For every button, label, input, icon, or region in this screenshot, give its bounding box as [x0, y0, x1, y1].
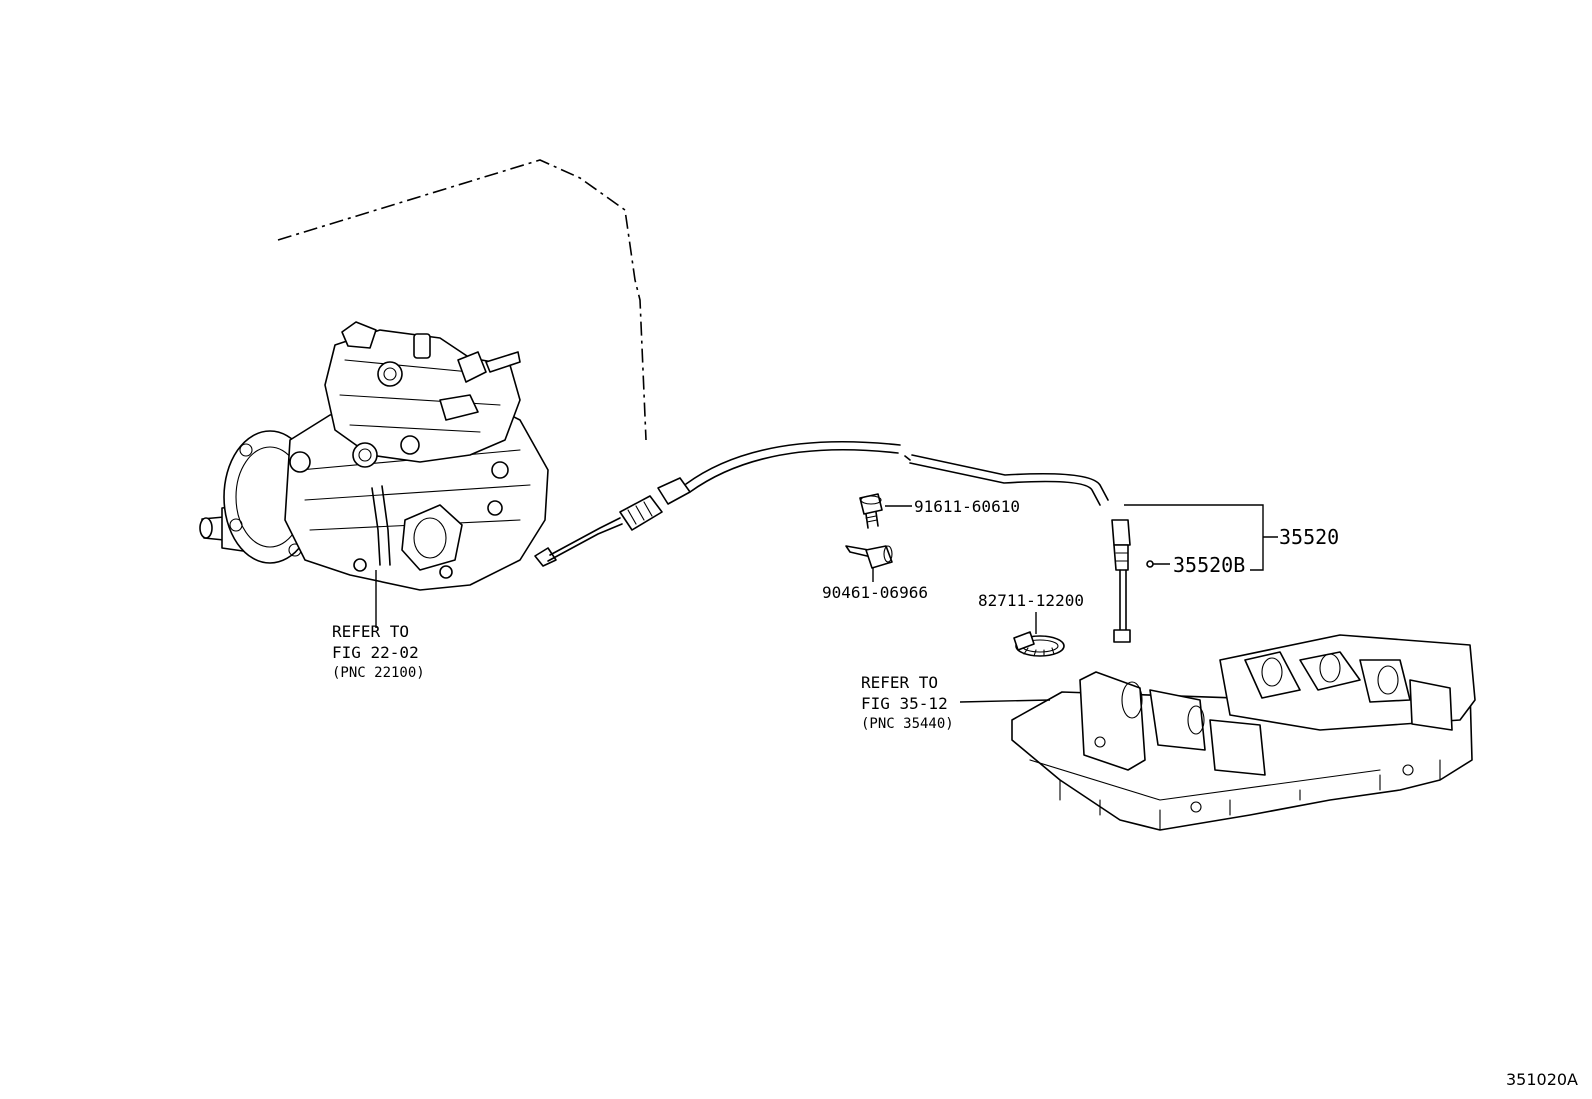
cable-sub-part-number: 35520B [1173, 553, 1245, 577]
pump-reference-line2: FIG 22-02 [332, 643, 419, 662]
valve-body-reference-line1: REFER TO [861, 673, 938, 692]
cable-sub-marker [1146, 560, 1154, 568]
pin-illustration [845, 545, 893, 569]
pin-part-number: 90461-06966 [822, 583, 928, 602]
valve-body-reference-line3: (PNC 35440) [861, 716, 954, 732]
valve-body-illustration [1011, 634, 1476, 831]
control-cable-illustration [534, 441, 1131, 643]
valve-body-reference-line2: FIG 35-12 [861, 694, 948, 713]
cable-assembly-part-number: 35520 [1279, 525, 1339, 549]
clamp-illustration [1013, 631, 1065, 657]
valve-body-reference-leader [959, 699, 1051, 703]
bolt-part-number: 91611-60610 [914, 497, 1020, 516]
injection-pump-illustration [199, 321, 549, 591]
cable-bracket-leader [1124, 504, 1278, 571]
pump-reference-line1: REFER TO [332, 622, 409, 641]
pump-reference-line3: (PNC 22100) [332, 665, 425, 681]
bolt-illustration [859, 493, 883, 529]
engine-phantom-outline [277, 159, 647, 441]
clamp-part-number: 82711-12200 [978, 591, 1084, 610]
figure-id: 351020A [1505, 1070, 1578, 1089]
